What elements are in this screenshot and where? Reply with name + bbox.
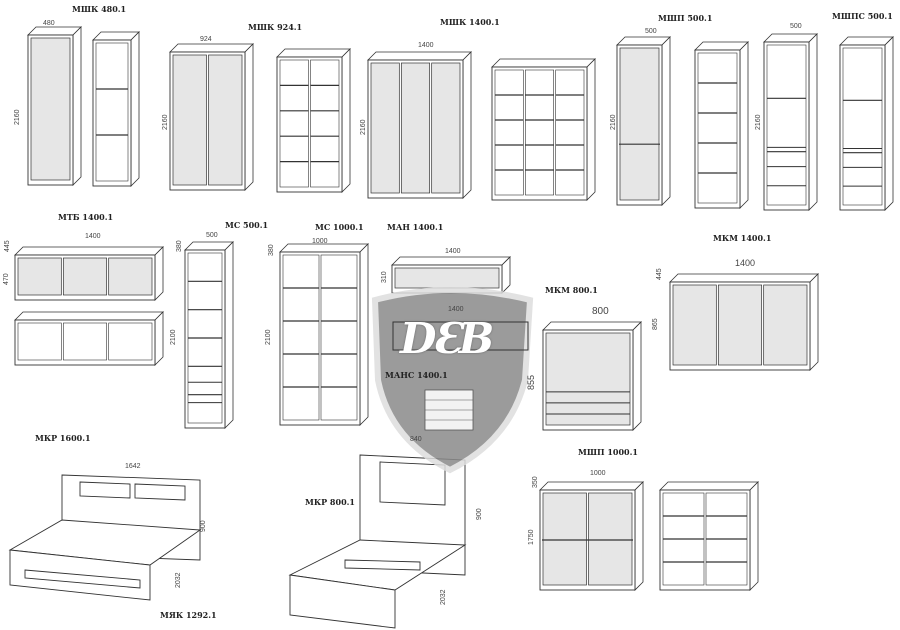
dim-width: 1400 — [445, 248, 461, 255]
dim-height: 2160 — [162, 114, 169, 130]
dim-width: 480 — [43, 20, 55, 27]
dim-height: 1750 — [528, 529, 535, 545]
label-myak-1292: МЯК 1292.1 — [160, 610, 217, 620]
dim-width: 500 — [645, 28, 657, 35]
dim-width: 1400 — [448, 306, 464, 313]
cabinet-mshp-500-open — [694, 41, 749, 209]
label-mshp-500: МШП 500.1 — [658, 13, 713, 23]
dim-width: 1400 — [85, 233, 101, 240]
label-mkm-1400: МКМ 1400.1 — [713, 233, 772, 243]
wardrobe-mshk-480-closed — [27, 26, 82, 186]
label-mans-1400: МАНС 1400.1 — [385, 370, 448, 380]
dim-height: 470 — [3, 273, 10, 285]
dim-width: 840 — [410, 436, 422, 443]
wardrobe-mshk-480-open — [92, 31, 140, 187]
dim-height: 2160 — [610, 114, 617, 130]
label-ms-1000: МС 1000.1 — [315, 222, 364, 232]
dim-width: 924 — [200, 36, 212, 43]
dim-height: 2160 — [755, 114, 762, 130]
label-mshp-1000: МШП 1000.1 — [578, 447, 638, 457]
dim-height: 900 — [200, 520, 207, 532]
label-mshk-480: МШК 480.1 — [72, 4, 127, 14]
bed-mkr-1600 — [8, 474, 202, 601]
dim-length: 2032 — [175, 572, 182, 588]
label-mshk-1400: МШК 1400.1 — [440, 17, 500, 27]
tv-stand-mtb-1400-open — [14, 311, 164, 366]
wardrobe-mshk-1400-open — [491, 58, 596, 201]
dim-height: 2100 — [170, 329, 177, 345]
cabinet-mshp-1000-closed — [539, 481, 644, 591]
dim-depth: 380 — [268, 244, 275, 256]
cabinet-mshp-1000-open — [659, 481, 759, 591]
bed-mkr-800 — [288, 454, 467, 629]
label-mshk-924: МШК 924.1 — [248, 22, 303, 32]
dim-depth: 350 — [532, 476, 539, 488]
dim-width: 1000 — [312, 238, 328, 245]
sideboard-mkm-1400 — [669, 273, 819, 371]
cabinet-mshps-500-closed — [763, 33, 818, 211]
label-mkr-1600: МКР 1600.1 — [35, 433, 91, 443]
dim-width: 1400 — [418, 42, 434, 49]
dim-depth: 445 — [4, 240, 11, 252]
dim-height: 855 — [526, 374, 536, 390]
tv-stand-mtb-1400-closed — [14, 246, 164, 301]
dim-width: 1642 — [125, 463, 141, 470]
dim-height: 865 — [652, 318, 659, 330]
dim-height: 2160 — [360, 119, 367, 135]
cabinet-mshps-500-open — [839, 36, 894, 211]
label-mkm-800: МКМ 800.1 — [545, 285, 598, 295]
wardrobe-mshk-924-closed — [169, 43, 254, 191]
dim-height: 310 — [381, 271, 388, 283]
label-mshps-500: МШПС 500.1 — [832, 11, 893, 21]
wardrobe-mshk-1400-closed — [367, 51, 472, 199]
wardrobe-mshk-924-open — [276, 48, 351, 193]
label-mkr-800: МКР 800.1 — [305, 497, 355, 507]
dim-width: 1400 — [735, 258, 756, 268]
wall-cabinet-man-1400 — [391, 256, 511, 294]
dim-height: 2160 — [14, 109, 21, 125]
label-ms-500: МС 500.1 — [225, 220, 269, 230]
dim-width: 500 — [790, 23, 802, 30]
dim-height: 900 — [476, 508, 483, 520]
dim-width: 1000 — [590, 470, 606, 477]
dim-depth: 445 — [656, 268, 663, 280]
dresser-mkm-800 — [542, 321, 642, 431]
bookcase-ms-1000 — [279, 243, 369, 426]
cabinet-mshp-500-closed — [616, 36, 671, 206]
dim-height: 2100 — [265, 329, 272, 345]
brand-shield-watermark — [371, 287, 534, 474]
dim-width: 800 — [592, 306, 609, 317]
dim-width: 500 — [206, 232, 218, 239]
label-mtb-1400: МТБ 1400.1 — [58, 212, 114, 222]
dim-depth: 380 — [176, 240, 183, 252]
bookcase-ms-500 — [184, 241, 234, 429]
dim-length: 2032 — [440, 589, 447, 605]
brand-logo-text: DƐB — [400, 314, 494, 363]
label-man-1400: МАН 1400.1 — [387, 222, 444, 232]
